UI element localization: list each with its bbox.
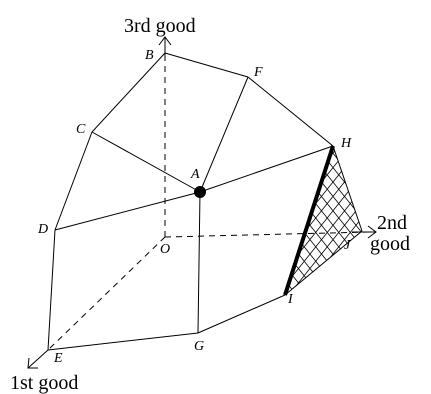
edge-H-I-thick xyxy=(283,145,335,296)
hatch-line xyxy=(327,161,347,184)
vertex-label-C: C xyxy=(76,122,86,137)
axis-label-3rd-good: 3rd good xyxy=(124,15,196,37)
hatch-line xyxy=(321,181,362,232)
axis-1st-good-dashed xyxy=(47,236,166,351)
axis-arrows xyxy=(27,36,377,369)
hatch-line xyxy=(317,191,355,238)
arrow-2nd-good-head xyxy=(367,225,377,239)
edge-H-J xyxy=(332,145,363,232)
vertex-label-J: J xyxy=(344,238,351,253)
vertex-label-E: E xyxy=(53,351,63,366)
edge-A-C xyxy=(91,131,201,193)
axis-label-2nd-good-line1: 2nd xyxy=(377,212,407,234)
hatch-line xyxy=(301,243,321,267)
edge-I-J xyxy=(284,230,363,296)
edge-F-H xyxy=(247,76,334,147)
edge-A-D xyxy=(54,191,201,231)
hatch-line xyxy=(314,202,348,244)
edge-A-G xyxy=(197,191,201,334)
axis-labels: 3rd good 2nd good 1st good xyxy=(10,15,410,394)
edge-B-F xyxy=(164,52,249,78)
point-A-dot xyxy=(194,186,206,198)
vertex-label-I: I xyxy=(287,292,294,307)
edge-B-C xyxy=(91,52,166,133)
vertex-label-B: B xyxy=(145,48,154,63)
vertex-label-A: A xyxy=(190,167,200,182)
axis-label-2nd-good-line2: good xyxy=(370,233,410,255)
hatched-face-outline xyxy=(285,146,362,295)
edge-E-G xyxy=(47,332,199,351)
arrow-1st-good-shaft xyxy=(27,349,49,369)
hatch-line xyxy=(324,171,355,210)
vertex-label-G: G xyxy=(194,339,204,354)
polyhedron-edges xyxy=(47,52,363,351)
vertex-label-H: H xyxy=(340,136,352,151)
hidden-axes xyxy=(47,57,371,351)
hatch-line xyxy=(330,221,360,258)
hatch-line xyxy=(297,253,314,273)
vertex-label-D: D xyxy=(37,222,48,237)
arrow-1st-good-head xyxy=(27,357,38,369)
hatch-line xyxy=(289,201,353,279)
hatch-line xyxy=(307,222,334,255)
hatch-line xyxy=(295,211,356,287)
edge-C-D xyxy=(54,131,93,231)
vertex-label-F: F xyxy=(253,65,263,80)
edge-D-E xyxy=(47,229,56,351)
hatch-line xyxy=(305,181,346,231)
edge-G-I xyxy=(197,294,286,334)
hatch-line xyxy=(297,191,349,255)
edge-A-H xyxy=(199,145,334,193)
hatched-face-HIJ xyxy=(285,146,362,295)
axis-label-1st-good: 1st good xyxy=(10,372,78,394)
vertex-labels: A B C D E F G H I J O xyxy=(37,48,352,366)
hatch-line xyxy=(311,212,341,250)
edge-A-F xyxy=(199,76,249,193)
hatch-lines xyxy=(287,150,362,290)
hatch-line xyxy=(313,170,342,207)
arrow-3rd-good-head xyxy=(158,36,172,46)
vertex-label-O: O xyxy=(160,242,170,257)
